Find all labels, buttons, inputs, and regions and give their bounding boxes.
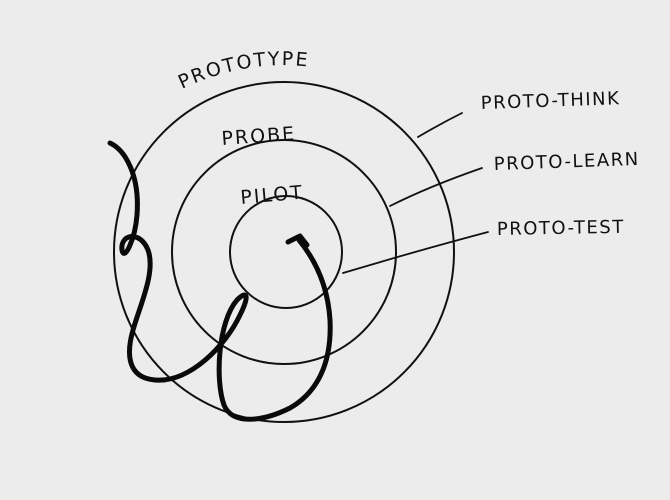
squiggle-arrow-path [107, 140, 333, 422]
callout-label-learn: PROTO-LEARN [493, 149, 640, 175]
leader-line-test [342, 231, 489, 274]
ring-inner [229, 195, 343, 309]
ring-label-inner: PILOT [240, 182, 305, 209]
callout-label-think: PROTO-THINK [480, 88, 620, 114]
leader-line-think [417, 112, 463, 138]
ring-outer [113, 81, 455, 423]
ring-middle [171, 139, 397, 365]
callout-label-test: PROTO-TEST [497, 217, 625, 240]
ring-label-middle: PROBE [221, 123, 297, 150]
arrowhead-icon [285, 233, 310, 248]
leader-line-learn [389, 167, 483, 207]
